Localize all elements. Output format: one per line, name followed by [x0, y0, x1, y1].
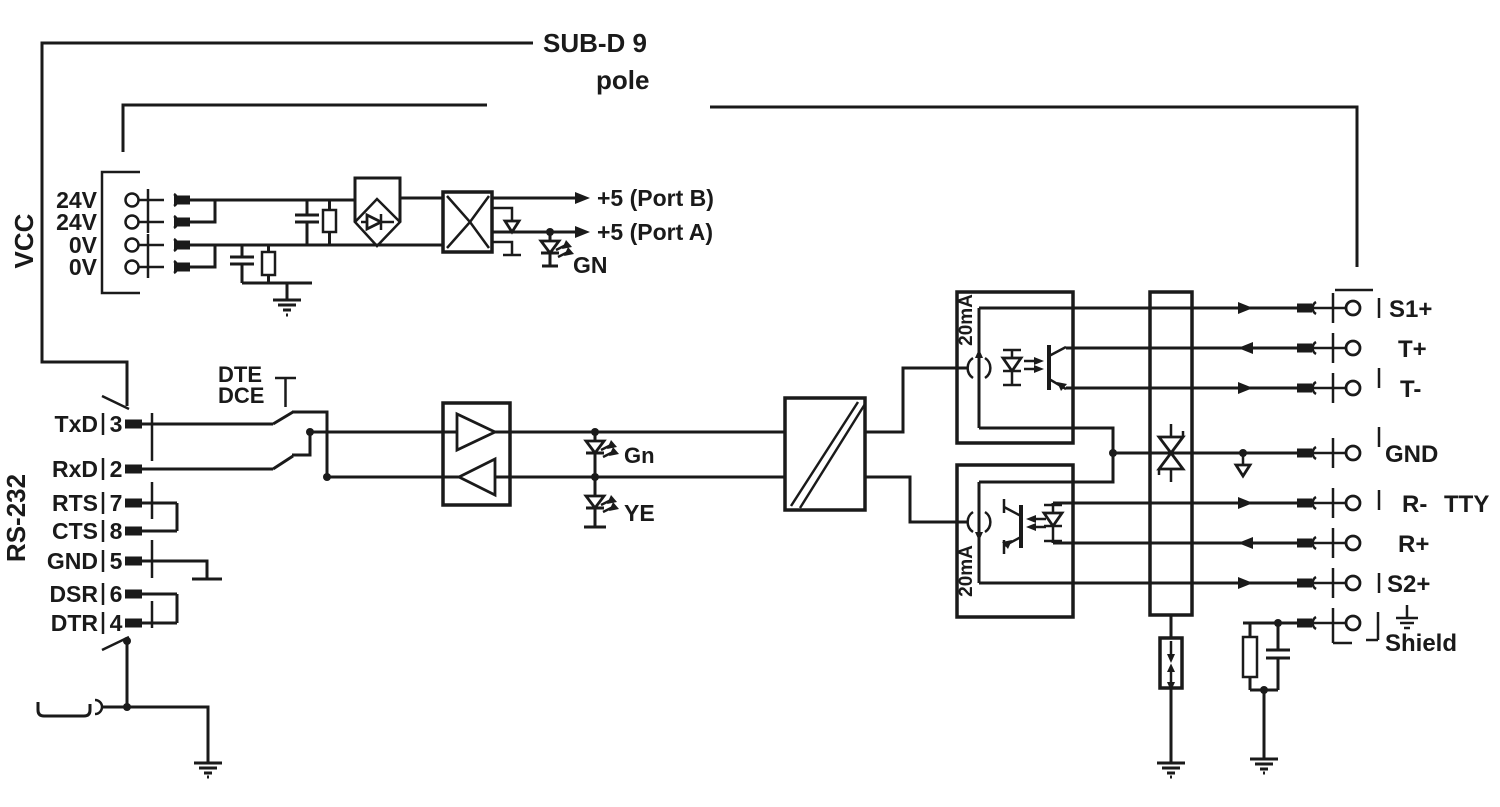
- surge-protection-block: [1113, 290, 1297, 779]
- current-source-symbol: [966, 482, 992, 583]
- earth-ground-symbol: [273, 298, 301, 317]
- power-supply-circuit: [190, 176, 590, 317]
- current-label-upper: 20mA: [956, 294, 977, 346]
- tty-terminal-label: T-: [1400, 376, 1421, 403]
- pin-label: DTR: [51, 610, 99, 636]
- dc-dc-converter-symbol: [441, 190, 494, 254]
- power-led-label: GN: [573, 252, 608, 278]
- mid-led-label-gn: Gn: [624, 443, 655, 468]
- pin-label: CTS: [52, 518, 98, 544]
- vcc-terminal-block: [100, 170, 190, 295]
- sub-d-callout-lines: [40, 41, 1359, 406]
- cable-clamp-symbol: [36, 698, 127, 718]
- output-label-port-a: +5 (Port A): [597, 219, 713, 245]
- switch-label-dce: DCE: [218, 383, 264, 408]
- tvs-diode-symbol: [1156, 424, 1186, 482]
- title-line2: pole: [596, 65, 649, 95]
- power-terminal-label: 0V: [69, 254, 98, 280]
- earth-ground-symbol: [194, 761, 222, 779]
- pin-number: 2: [110, 456, 123, 482]
- mid-led-label-ye: YE: [624, 500, 655, 526]
- bridge-rectifier-symbol: [353, 176, 443, 248]
- switch-label-dte: DTE: [218, 362, 262, 387]
- rxd-led-symbol: [583, 477, 619, 529]
- tty-terminal-label: R+: [1398, 531, 1429, 558]
- pin-number: 8: [110, 518, 123, 544]
- tty-terminal-label: T+: [1398, 336, 1427, 363]
- optocoupler-symbol: [1002, 499, 1065, 554]
- pin-label: RxD: [52, 456, 98, 482]
- earth-ground-symbol: [1250, 757, 1278, 775]
- pin-label: GND: [47, 548, 98, 574]
- shield-rc-network: [1241, 619, 1297, 775]
- tty-terminal-label-shield: Shield: [1385, 630, 1457, 657]
- pin-number: 7: [110, 490, 123, 516]
- galvanic-isolation-symbol: [783, 396, 867, 512]
- dte-dce-switch: [272, 376, 331, 481]
- power-terminal-label: 0V: [69, 232, 98, 258]
- tty-terminal-label: R-: [1402, 491, 1427, 518]
- tty-terminal-block: [1297, 288, 1418, 645]
- pin-number: 6: [110, 581, 123, 607]
- driver-receiver-symbol: [441, 401, 512, 507]
- smoothing-rc: [295, 200, 338, 245]
- pin-label: RTS: [52, 490, 98, 516]
- power-terminal-label: 24V: [56, 187, 98, 213]
- pin-label: DSR: [49, 581, 98, 607]
- output-label-port-b: +5 (Port B): [597, 185, 714, 211]
- optocoupler-symbol: [1000, 345, 1067, 391]
- current-label-lower: 20mA: [956, 545, 977, 597]
- terminal-plugs: [1297, 293, 1362, 643]
- surge-arrester-symbol: [1158, 636, 1184, 691]
- power-led-symbol: [538, 228, 574, 268]
- pin-number: 5: [110, 548, 123, 574]
- transmit-channel-20ma: [955, 290, 1150, 453]
- earth-ground-symbol: [1157, 761, 1185, 779]
- tty-terminal-label: GND: [1385, 441, 1438, 468]
- rs232-section-label: RS-232: [1, 474, 31, 562]
- shield-earth-symbol: [1396, 605, 1418, 630]
- line-driver-section: [310, 366, 967, 529]
- vcc-section-label: VCC: [9, 213, 39, 268]
- labels: SUB-D 9 pole VCC 24V 24V 0V 0V +5 (Port …: [1, 28, 1489, 657]
- receive-channel-20ma: [955, 449, 1150, 619]
- txd-led-symbol: [583, 428, 619, 481]
- input-filter-rc: [230, 245, 312, 299]
- tty-group-label: TTY: [1444, 491, 1489, 518]
- title-line1: SUB-D 9: [543, 28, 647, 58]
- pin-label: TxD: [55, 411, 98, 437]
- rs232-connector: [36, 394, 273, 779]
- direction-arrows: [1233, 302, 1253, 589]
- tty-terminal-label: S1+: [1389, 296, 1432, 323]
- current-source-symbol: [966, 308, 992, 428]
- power-terminal-label: 24V: [56, 209, 98, 235]
- pin-number: 3: [110, 411, 123, 437]
- tty-terminal-label: S2+: [1387, 571, 1430, 598]
- pin-number: 4: [110, 610, 123, 636]
